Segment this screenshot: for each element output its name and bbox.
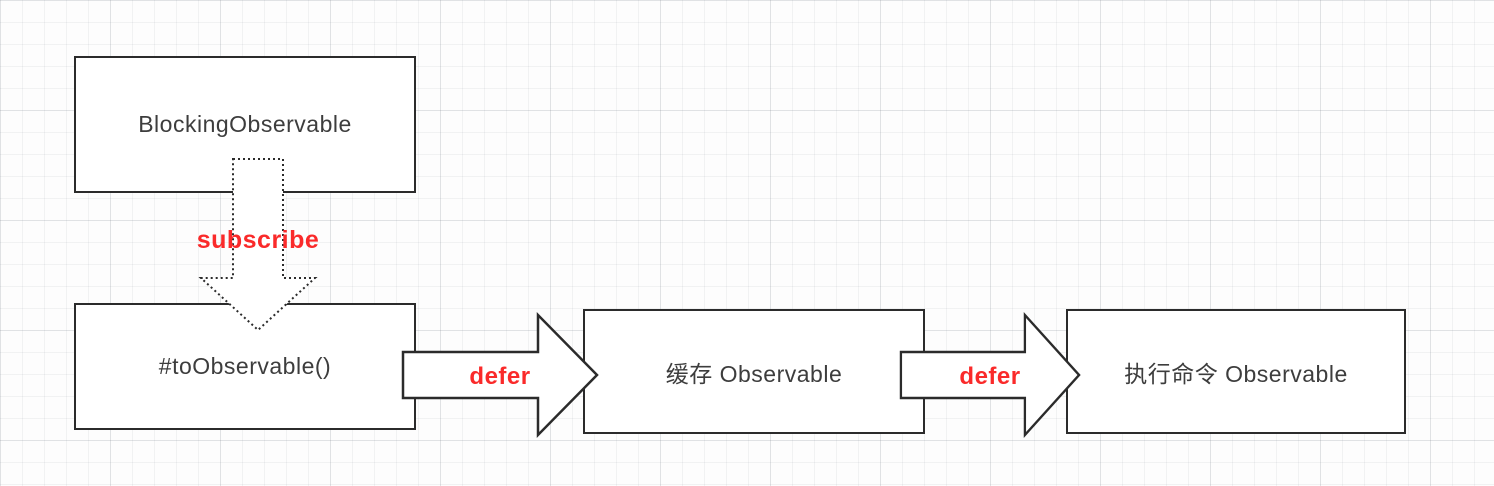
defer-arrow-label-2: defer	[959, 363, 1021, 390]
defer-arrow-right-icon-2	[899, 311, 1081, 439]
node-cache-observable-label: 缓存 Observable	[665, 360, 843, 387]
node-to-observable-label: #toObservable()	[158, 353, 332, 379]
subscribe-arrow-label: subscribe	[196, 226, 320, 254]
node-to-observable: #toObservable()	[74, 303, 416, 430]
node-execute-command-observable: 执行命令 Observable	[1066, 309, 1406, 434]
defer-arrow-label-1: defer	[469, 363, 531, 390]
subscribe-arrow-down-icon	[198, 158, 318, 332]
node-blocking-observable-label: BlockingObservable	[138, 111, 352, 137]
node-cache-observable: 缓存 Observable	[583, 309, 925, 434]
node-execute-command-observable-label: 执行命令 Observable	[1124, 360, 1348, 387]
defer-arrow-right-icon-1	[401, 311, 599, 439]
